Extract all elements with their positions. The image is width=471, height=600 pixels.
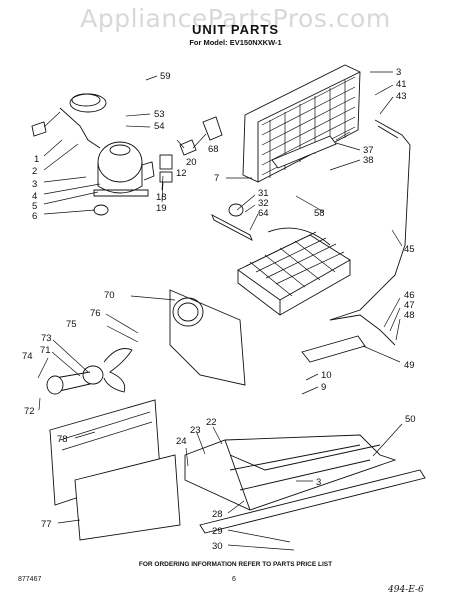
callout-28: 28 — [212, 509, 223, 520]
callout-31: 31 — [258, 188, 269, 199]
callout-12: 12 — [176, 168, 187, 179]
callout-73: 73 — [41, 333, 52, 344]
callout-3-top: 3 — [396, 67, 401, 78]
watermark: AppliancePartsPros.com — [80, 4, 391, 33]
callout-3-bottom: 3 — [316, 477, 321, 488]
evaporator-coil — [237, 227, 351, 316]
callout-30: 30 — [212, 541, 223, 552]
callout-59: 59 — [160, 71, 171, 82]
defrost-heater — [211, 214, 253, 241]
callout-32: 32 — [258, 198, 269, 209]
callout-23: 23 — [190, 425, 201, 436]
callout-3-left: 3 — [32, 179, 37, 190]
callout-70: 70 — [104, 290, 115, 301]
callout-9: 9 — [321, 382, 326, 393]
callout-76: 76 — [90, 308, 101, 319]
model-line: For Model: EV150NXKW-1 — [189, 38, 282, 47]
callout-50: 50 — [405, 414, 416, 425]
mounting-grommet — [93, 204, 109, 216]
callout-75: 75 — [66, 319, 77, 330]
callout-5: 5 — [32, 201, 37, 212]
callout-37: 37 — [363, 145, 374, 156]
callout-45: 45 — [404, 244, 415, 255]
callout-54: 54 — [154, 121, 165, 132]
callout-68: 68 — [208, 144, 219, 155]
callout-47: 47 — [404, 300, 415, 311]
callout-20: 20 — [186, 157, 197, 168]
callout-77: 77 — [41, 519, 52, 530]
callout-49: 49 — [404, 360, 415, 371]
callout-53: 53 — [154, 109, 165, 120]
callout-48: 48 — [404, 310, 415, 321]
condenser-tube — [329, 119, 411, 321]
fan-shroud — [169, 289, 246, 386]
callout-41: 41 — [396, 79, 407, 90]
handwritten-note: 494-E-6 — [388, 585, 424, 595]
callout-78: 78 — [57, 434, 68, 445]
page-number: 6 — [232, 576, 236, 583]
callout-72: 72 — [24, 406, 35, 417]
callout-2: 2 — [32, 166, 37, 177]
compressor — [93, 141, 155, 197]
callout-58: 58 — [314, 208, 325, 219]
callout-64: 64 — [258, 208, 269, 219]
callout-24: 24 — [176, 436, 187, 447]
condenser-coil — [242, 64, 361, 183]
callout-19: 19 — [156, 203, 167, 214]
callout-38: 38 — [363, 155, 374, 166]
access-panels — [49, 399, 181, 541]
callout-7: 7 — [214, 173, 219, 184]
callout-29: 29 — [212, 526, 223, 537]
callout-46: 46 — [404, 290, 415, 301]
drawing-code: 877467 — [18, 576, 42, 583]
callout-18: 18 — [156, 192, 167, 203]
callout-6: 6 — [32, 211, 37, 222]
base-frame — [184, 434, 426, 534]
callout-43: 43 — [396, 91, 407, 102]
callout-10: 10 — [321, 370, 332, 381]
callout-71: 71 — [40, 345, 51, 356]
drain-pan — [301, 335, 366, 363]
ordering-note: FOR ORDERING INFORMATION REFER TO PARTS … — [138, 561, 333, 568]
callout-4: 4 — [32, 191, 37, 202]
callout-74: 74 — [22, 351, 33, 362]
filter-drier — [271, 131, 351, 169]
relay-overload — [159, 116, 223, 183]
callout-22: 22 — [206, 417, 217, 428]
power-cord — [31, 93, 107, 149]
callout-1: 1 — [34, 154, 39, 165]
leader-lines — [37, 71, 403, 551]
diagram-title: UNIT PARTS — [191, 22, 280, 37]
callout-labels: 59 53 54 20 68 12 18 19 1 2 3 4 5 6 3 41… — [22, 67, 416, 552]
condenser-fan-motor — [46, 348, 133, 395]
